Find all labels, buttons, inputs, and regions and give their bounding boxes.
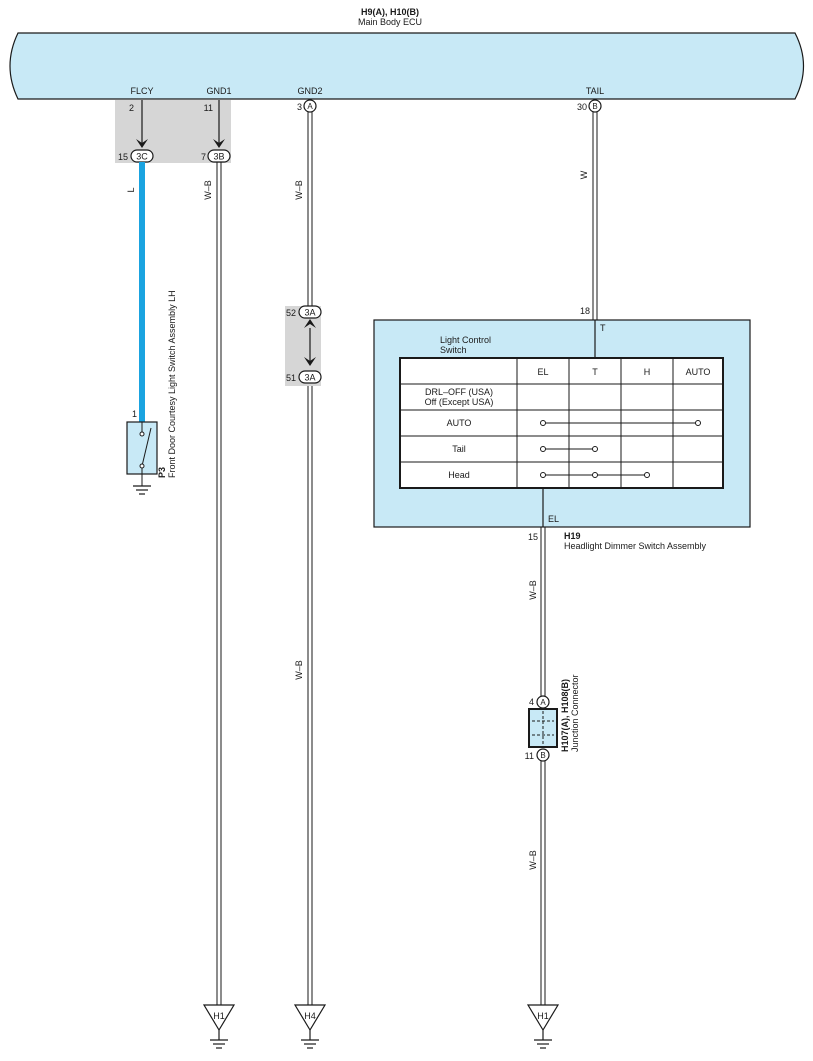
p3-ground-symbol (133, 485, 151, 495)
wire-flcy-color: L (126, 187, 136, 192)
switch-row-off-line2: Off (Except USA) (425, 397, 494, 407)
wire-gnd1 (216, 162, 222, 1005)
wire-gnd2 (307, 112, 313, 1005)
ecu-pin-gnd1-num: 11 (204, 103, 213, 113)
jc-pin-top: 4 (529, 697, 534, 707)
wire-gnd1-color: W–B (203, 180, 213, 200)
junction-3c-pin: 15 (118, 152, 128, 162)
junction-3a-arrows (304, 319, 316, 366)
ecu-pin-tail-num: 30 (577, 102, 587, 112)
wire-gnd2-upper-color: W–B (294, 180, 304, 200)
ecu-connector-a-gnd2: A (303, 99, 317, 113)
ecu-pin-flcy-num: 2 (129, 103, 134, 113)
h19-pin-top: 18 (580, 306, 590, 316)
svg-text:B: B (540, 751, 545, 760)
continuity-head (540, 472, 650, 478)
gnd1-arrow (213, 100, 225, 148)
switch-col-el: EL (537, 367, 548, 377)
svg-text:H1: H1 (537, 1011, 549, 1021)
p3-pin: 1 (132, 409, 137, 419)
h19-pin-bottom-label: EL (548, 514, 559, 524)
h19-id: H19 (564, 531, 581, 541)
junction-3b-connector: 3B (207, 149, 231, 163)
h19-pin-top-label: T (600, 323, 606, 333)
ecu-id: H9(A), H10(B) (361, 7, 419, 17)
ground-h1-right: H1 (526, 1004, 560, 1049)
ecu-connector-b-tail: B (588, 99, 602, 113)
svg-text:H4: H4 (304, 1011, 316, 1021)
jc-connector-a: A (536, 695, 550, 709)
jc-pin-bottom: 11 (525, 751, 534, 761)
junction-3a-bottom-pin: 51 (286, 373, 296, 383)
switch-row-head: Head (448, 470, 470, 480)
switch-row-off-line1: DRL–OFF (USA) (425, 387, 493, 397)
svg-text:3A: 3A (304, 308, 315, 318)
switch-col-h: H (644, 367, 651, 377)
ecu-pin-tail-label: TAIL (586, 86, 604, 96)
ecu-pin-gnd2-label: GND2 (297, 86, 322, 96)
ecu-pin-gnd1-label: GND1 (206, 86, 231, 96)
svg-text:A: A (307, 102, 313, 111)
wire-dimmer-upper (540, 527, 546, 697)
h19-name: Headlight Dimmer Switch Assembly (564, 541, 707, 551)
ecu-pin-flcy-label: FLCY (130, 86, 153, 96)
switch-row-auto: AUTO (447, 418, 472, 428)
wire-dimmer-lower (540, 761, 546, 1005)
main-body-ecu-box (9, 32, 804, 100)
wire-tail (592, 112, 598, 320)
ecu-pin-gnd2-num: 3 (297, 102, 302, 112)
svg-text:A: A (540, 698, 546, 707)
junction-3a-top-pin: 52 (286, 308, 296, 318)
junction-3a-top-connector: 3A (298, 305, 322, 319)
p3-id: P3 (157, 467, 167, 478)
svg-text:B: B (592, 102, 597, 111)
p3-name: Front Door Courtesy Light Switch Assembl… (167, 290, 177, 478)
svg-text:3A: 3A (304, 373, 315, 383)
ground-h1-left: H1 (202, 1004, 236, 1049)
switch-title-1: Light Control (440, 335, 491, 345)
junction-3b-pin: 7 (201, 152, 206, 162)
ecu-name: Main Body ECU (358, 17, 422, 27)
switch-row-tail: Tail (452, 444, 466, 454)
wire-dimmer-lower-color: W–B (528, 850, 538, 870)
jc-id: H107(A), H108(B) (560, 679, 570, 752)
switch-title-2: Switch (440, 345, 467, 355)
continuity-auto (540, 420, 701, 426)
h19-pin-bottom: 15 (528, 532, 538, 542)
continuity-tail (540, 446, 598, 452)
flcy-arrow (136, 100, 148, 148)
ground-h4: H4 (293, 1004, 327, 1049)
junction-3a-bottom-connector: 3A (298, 370, 322, 384)
jc-connector-b: B (536, 748, 550, 762)
junction-connector-body (528, 708, 558, 748)
jc-name: Junction Connector (570, 674, 580, 752)
wire-dimmer-upper-color: W–B (528, 580, 538, 600)
switch-col-t: T (592, 367, 598, 377)
switch-col-auto: AUTO (686, 367, 711, 377)
wire-tail-color: W (579, 170, 589, 179)
svg-text:3C: 3C (136, 152, 148, 162)
svg-text:3B: 3B (213, 152, 224, 162)
junction-3c-connector: 3C (130, 149, 154, 163)
svg-text:H1: H1 (213, 1011, 225, 1021)
wire-gnd2-lower-color: W–B (294, 660, 304, 680)
p3-door-switch (126, 421, 158, 486)
